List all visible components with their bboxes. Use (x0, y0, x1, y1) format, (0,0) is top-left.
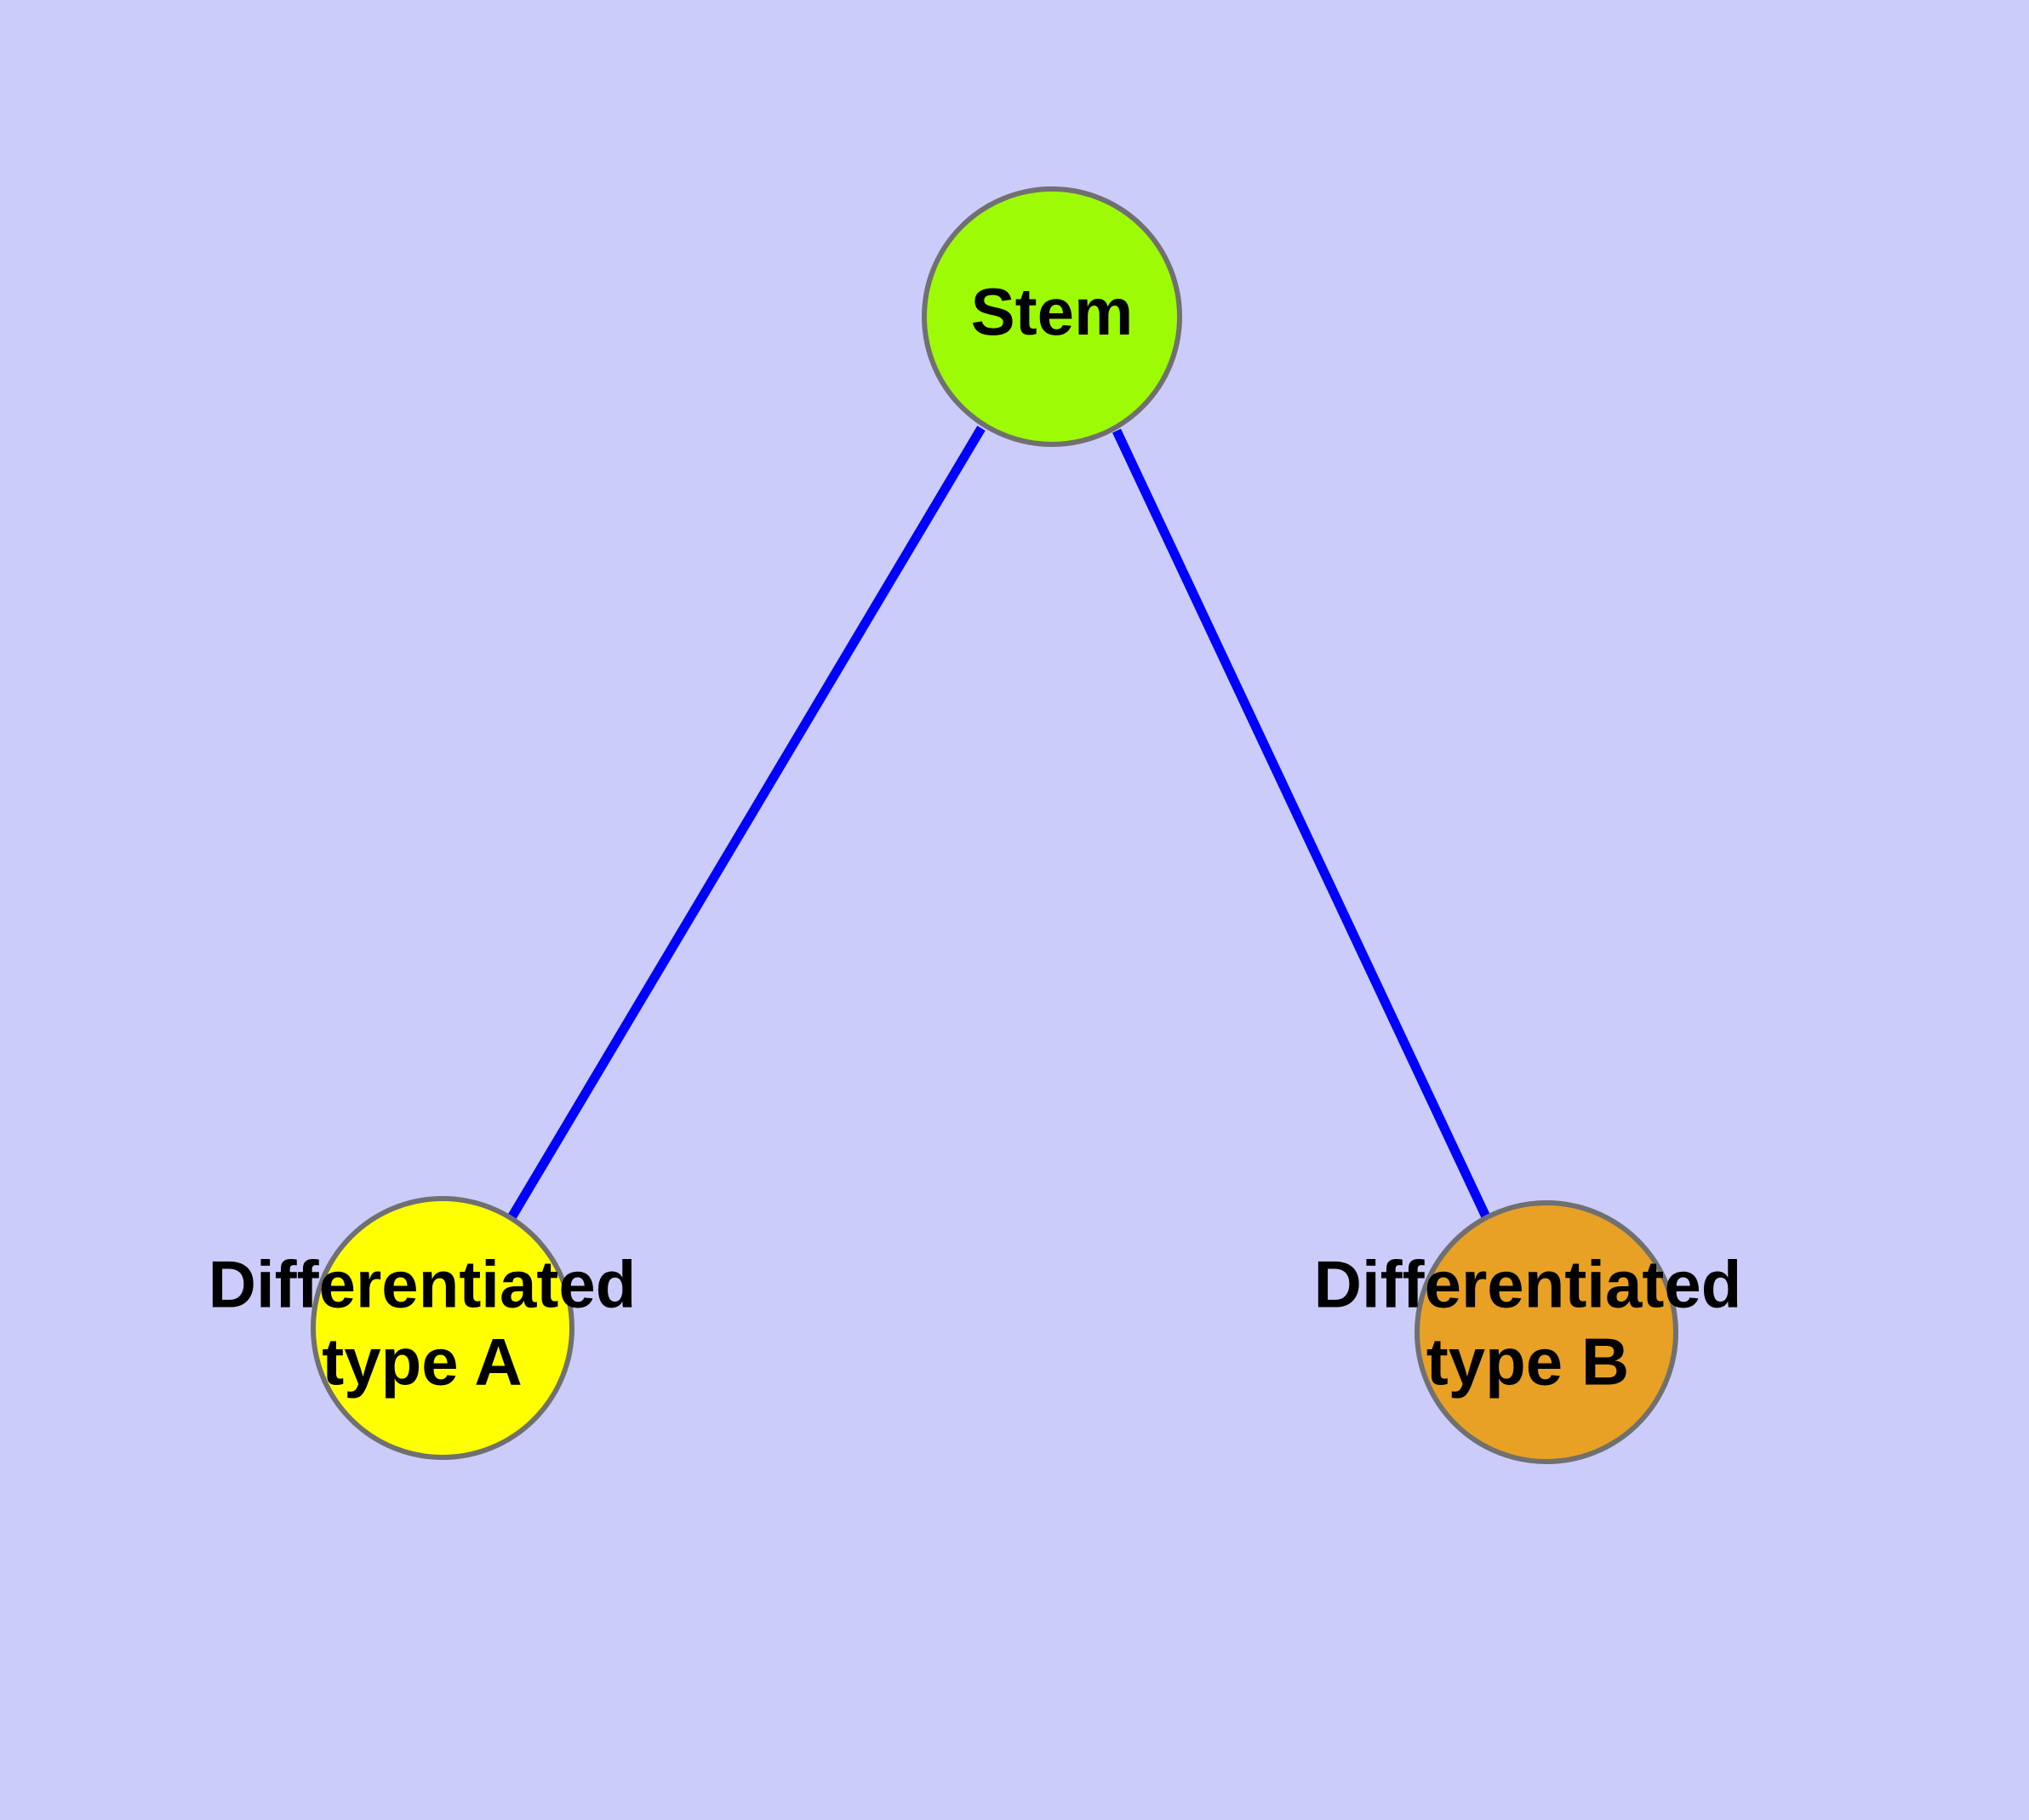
label-line: Differentiated (1314, 1246, 1742, 1321)
label-line: Stem (971, 274, 1134, 349)
label-line: type A (322, 1324, 523, 1399)
node-stem[interactable]: Stem (922, 186, 1182, 447)
edge-stem-to-diff-a[interactable] (506, 426, 986, 1222)
node-diff-a-circle[interactable] (311, 1196, 574, 1460)
label-line: Differentiated (209, 1246, 637, 1321)
node-layer: Stem (311, 186, 1678, 1464)
node-diff-a[interactable] (311, 1196, 574, 1460)
node-diff-b[interactable] (1415, 1200, 1678, 1464)
edge-layer (506, 426, 1494, 1227)
label-line: type B (1426, 1324, 1629, 1399)
node-stem-label: Stem (971, 274, 1134, 349)
edge-stem-to-diff-b[interactable] (1112, 428, 1494, 1227)
node-diff-b-circle[interactable] (1415, 1200, 1678, 1464)
node-stem-circle[interactable] (922, 186, 1182, 447)
